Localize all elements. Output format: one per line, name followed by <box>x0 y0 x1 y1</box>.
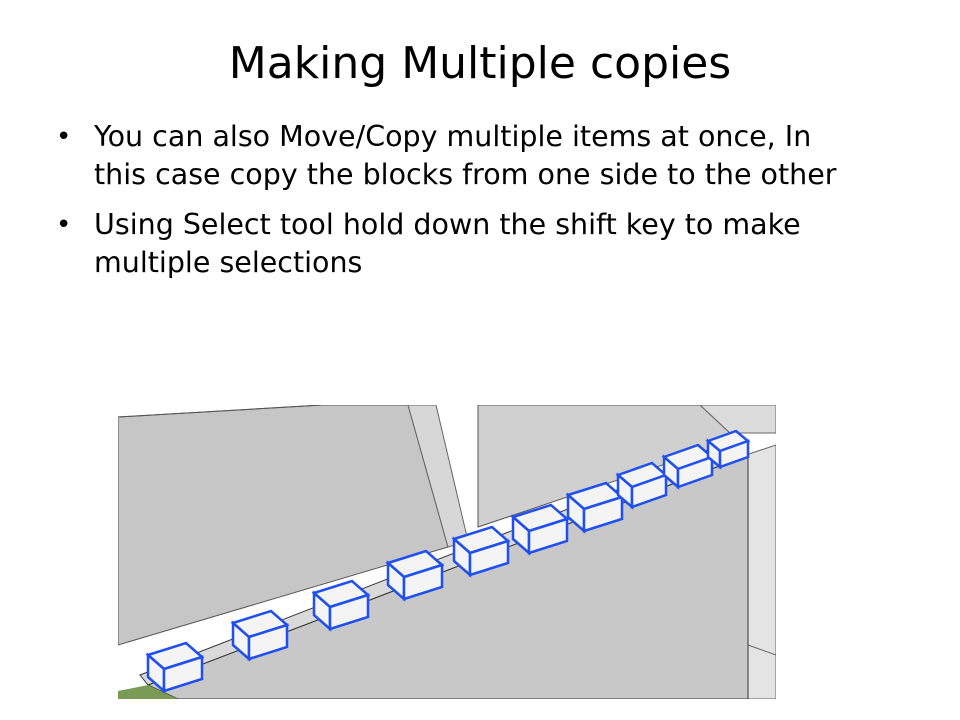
slide-title: Making Multiple copies <box>228 38 732 89</box>
block <box>385 549 445 602</box>
bullet-list: • You can also Move/Copy multiple items … <box>56 118 856 294</box>
block <box>510 503 570 556</box>
selected-blocks <box>145 429 751 694</box>
bullet-text: You can also Move/Copy multiple items at… <box>94 120 837 191</box>
block <box>565 481 625 534</box>
back-wall-top-edge <box>117 404 323 418</box>
bullet-icon: • <box>56 210 72 240</box>
block <box>311 579 371 632</box>
block <box>145 641 205 694</box>
floor-strip <box>118 685 178 699</box>
block <box>705 429 751 470</box>
sketchup-screenshot <box>117 404 777 700</box>
block <box>230 609 290 662</box>
bullet-icon: • <box>56 122 72 152</box>
floor-line <box>747 644 777 656</box>
sketchup-viewport <box>117 404 777 700</box>
bullet-item: • You can also Move/Copy multiple items … <box>56 118 856 194</box>
floor-right <box>745 444 777 700</box>
bullet-item: • Using Select tool hold down the shift … <box>56 206 856 282</box>
block <box>661 443 715 490</box>
bullet-text: Using Select tool hold down the shift ke… <box>94 208 801 279</box>
block <box>451 525 511 578</box>
